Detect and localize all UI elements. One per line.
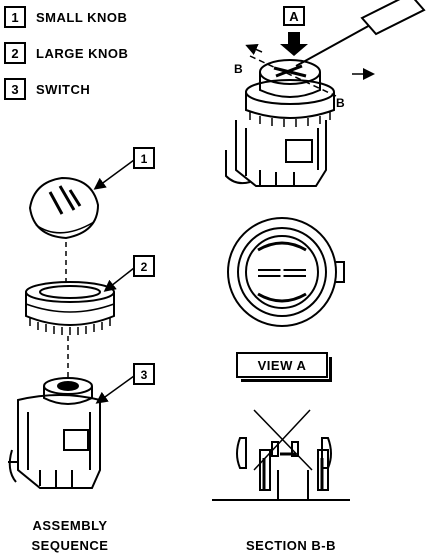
section-caption: SECTION B-B — [246, 538, 336, 553]
section-b-line — [245, 44, 375, 97]
callout-2: 2 — [103, 255, 155, 292]
screwdriver-drawing — [295, 0, 426, 67]
view-a-arrow — [280, 32, 308, 56]
legend-number-box: 1 — [4, 6, 26, 28]
switch-drawing — [8, 377, 101, 489]
section-marker-right: B — [336, 96, 345, 110]
assembled-switch-drawing — [225, 59, 335, 187]
legend-label: LARGE KNOB — [36, 45, 129, 61]
assembly-caption-line1: ASSEMBLY — [32, 518, 108, 533]
legend-item-large-knob: 2 LARGE KNOB — [4, 42, 128, 64]
callout-1: 1 — [93, 147, 155, 190]
small-knob-drawing — [28, 176, 100, 240]
callout-1-number: 1 — [141, 152, 148, 166]
section-marker-left: B — [234, 62, 243, 76]
large-knob-drawing — [25, 281, 115, 335]
view-a-marker: A — [283, 6, 305, 26]
legend-label: SWITCH — [36, 81, 91, 97]
legend-number-box: 2 — [4, 42, 26, 64]
legend-label: SMALL KNOB — [36, 9, 128, 25]
legend-item-switch: 3 SWITCH — [4, 78, 90, 100]
section-b-b-drawing — [212, 409, 350, 501]
view-a-drawing — [227, 217, 345, 327]
callout-3: 3 — [95, 363, 155, 404]
callout-3-number: 3 — [141, 368, 148, 382]
assembly-caption-line2: SEQUENCE — [31, 538, 109, 553]
callout-2-number: 2 — [141, 260, 148, 274]
legend-number-box: 3 — [4, 78, 26, 100]
legend-item-small-knob: 1 SMALL KNOB — [4, 6, 127, 28]
view-a-label: VIEW A — [236, 352, 332, 382]
